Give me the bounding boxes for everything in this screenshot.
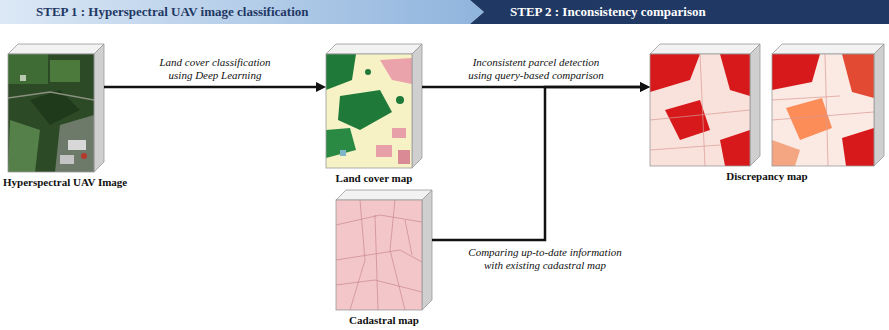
step-band: STEP 2 : Inconsistency comparison bbox=[470, 0, 889, 24]
cadastral-cube bbox=[336, 190, 432, 310]
image-caption: Cadastral map bbox=[349, 314, 419, 327]
edge-label: Comparing up-to-date information with ex… bbox=[461, 246, 629, 272]
discrepancy-cubes bbox=[650, 44, 884, 166]
flow-arrow bbox=[432, 82, 650, 240]
image-caption: Discrepancy map bbox=[726, 170, 807, 183]
step-title: STEP 2 : Inconsistency comparison bbox=[470, 0, 889, 24]
image-caption: Hyperspectral UAV Image bbox=[3, 176, 127, 189]
hyperspectral-cube bbox=[8, 44, 104, 172]
step-band: STEP 1 : Hyperspectral UAV image classif… bbox=[0, 0, 484, 24]
image-cube: Land cover map bbox=[326, 44, 422, 168]
image-cube: Discrepancy map bbox=[650, 44, 884, 166]
edge-label: Land cover classification using Deep Lea… bbox=[151, 56, 279, 82]
flow-arrow bbox=[104, 82, 326, 92]
step-title: STEP 1 : Hyperspectral UAV image classif… bbox=[0, 0, 484, 24]
image-cube: Hyperspectral UAV Image bbox=[8, 44, 104, 172]
image-cube: Cadastral map bbox=[336, 190, 432, 310]
land-cover-cube bbox=[326, 44, 422, 168]
edge-label: Inconsistent parcel detection using quer… bbox=[465, 56, 607, 82]
image-caption: Land cover map bbox=[336, 172, 413, 185]
